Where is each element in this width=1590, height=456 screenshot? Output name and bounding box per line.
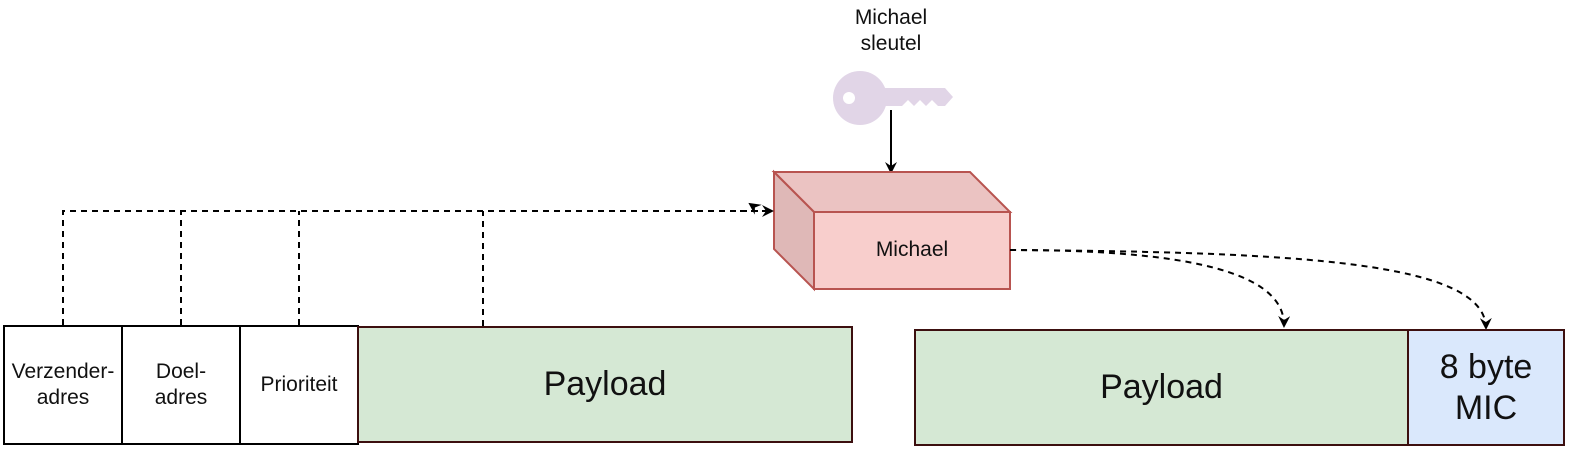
field-dest-label: Doel- adres: [122, 326, 240, 444]
field-dest-box: [121, 325, 241, 445]
field-sender-line2: adres: [36, 386, 90, 409]
connector-to-payload: [1009, 249, 1291, 328]
output-connectors: [1009, 249, 1492, 330]
key-icon: [833, 71, 953, 125]
input-payload-label: Payload: [543, 365, 667, 404]
michael-block: [771, 169, 1013, 292]
key-label-line2: sleutel: [860, 32, 922, 55]
output-payload-box: [914, 329, 1409, 446]
connector-sender: [62, 210, 770, 325]
michael-label: Michael: [875, 238, 949, 262]
output-frame: [914, 329, 1565, 446]
key-label-line1: Michael: [854, 5, 928, 29]
field-sender-label: Verzender- adres: [4, 326, 122, 444]
mic-box: [1407, 329, 1565, 446]
mic-label: 8 byte MIC: [1408, 330, 1564, 445]
input-connectors: [62, 210, 770, 326]
output-payload-label: Payload: [1100, 368, 1223, 407]
field-dest-line1: Doel-: [155, 359, 207, 383]
input-frame: [3, 325, 853, 445]
field-priority-label: Prioriteit: [240, 326, 358, 444]
field-sender-line1: Verzender-: [11, 359, 115, 383]
input-payload-box: [357, 326, 853, 443]
mic-label-line1: 8 byte: [1439, 347, 1533, 386]
connector-to-mic: [1009, 249, 1492, 330]
connector-arrowhead: [748, 202, 762, 215]
mic-label-line2: MIC: [1454, 388, 1518, 427]
key-label: Michael sleutel: [820, 2, 962, 60]
field-priority-box: [239, 325, 359, 445]
field-dest-line2: adres: [154, 386, 208, 409]
field-priority-line1: Prioriteit: [260, 372, 338, 396]
